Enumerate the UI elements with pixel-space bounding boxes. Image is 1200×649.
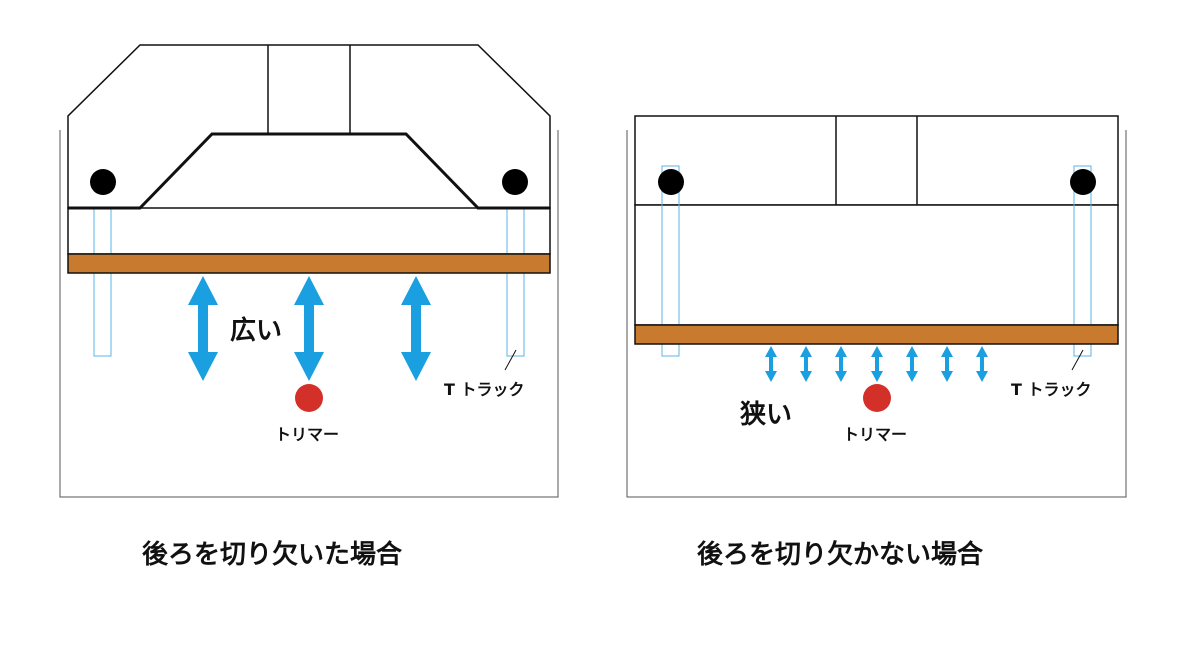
right-t-track-left-overlay — [661, 165, 680, 357]
left-gap-label: 広い — [230, 315, 282, 346]
right-arrow-7 — [976, 346, 988, 382]
right-frame — [626, 130, 1127, 498]
right-arrow-3 — [835, 346, 847, 382]
left-lower-plate — [67, 207, 551, 255]
right-arrow-6 — [941, 346, 953, 382]
left-bolt-left — [90, 169, 116, 195]
right-gap-arrows — [765, 346, 988, 382]
right-arrow-4 — [871, 346, 883, 382]
right-track-label: T トラック — [1011, 380, 1092, 399]
right-trimmer — [863, 384, 891, 412]
right-fence-top-block — [634, 115, 1119, 206]
right-trimmer-label: トリマー — [843, 425, 907, 444]
right-arrow-1 — [765, 346, 777, 382]
right-panel: 狭い トリマー T トラック 後ろを切り欠かない場合 — [626, 115, 1127, 570]
left-gap-arrows — [188, 276, 431, 381]
right-lower-plate — [634, 204, 1119, 326]
left-trimmer-label: トリマー — [275, 425, 339, 444]
right-bolt-left — [658, 169, 684, 195]
right-t-track-right-overlay — [1073, 165, 1092, 357]
right-bolt-right — [1070, 169, 1096, 195]
right-arrow-2 — [800, 346, 812, 382]
left-bolt-right — [502, 169, 528, 195]
left-arrow-3 — [401, 276, 431, 381]
left-fence-top-block — [67, 44, 551, 209]
left-arrow-2 — [294, 276, 324, 381]
right-arrow-5 — [906, 346, 918, 382]
left-frame — [59, 130, 559, 498]
left-board — [67, 253, 551, 274]
left-caption: 後ろを切り欠いた場合 — [142, 539, 403, 570]
right-caption: 後ろを切り欠かない場合 — [697, 539, 984, 570]
right-gap-label: 狭い — [739, 400, 792, 430]
right-board — [634, 324, 1119, 345]
right-track-leader — [1071, 349, 1084, 371]
left-track-leader — [504, 349, 517, 371]
left-track-label: T トラック — [444, 380, 525, 399]
left-trimmer — [295, 384, 323, 412]
left-arrow-1 — [188, 276, 218, 381]
left-panel: 広い トリマー T トラック 後ろを切り欠いた場合 — [59, 44, 559, 570]
